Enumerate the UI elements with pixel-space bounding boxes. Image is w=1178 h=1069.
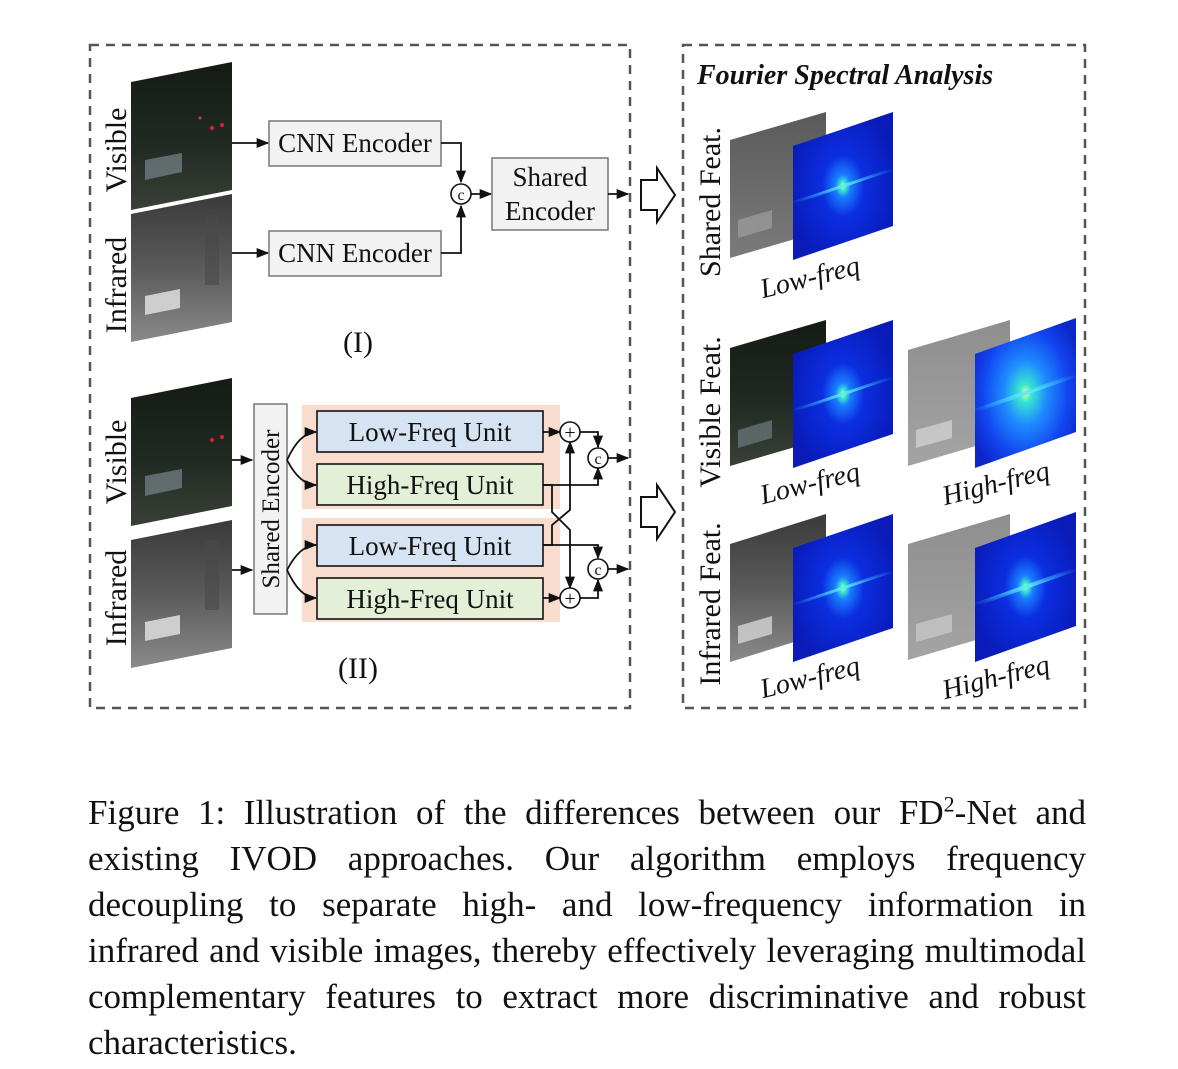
p1-infrared-image [131,194,232,342]
visible-low-freq-label: Low-freq [756,456,863,511]
p1-shared-encoder-line2: Encoder [505,196,595,226]
p2-add-symbol-top: + [564,422,575,444]
p1-shared-encoder [491,157,609,231]
method-figure: Visible Infrared CNN Encoder CNN Encoder… [88,43,1087,710]
p2-shared-encoder [253,403,288,615]
p2-low-freq-unit-bottom-label: Low-Freq Unit [349,531,512,561]
left-panel-frame [88,43,632,710]
infrared-feat-label: Infrared Feat. [694,522,727,685]
panel-2: Visible Infrared Shared Encoder Low-Freq… [100,378,630,685]
p2-visible-image [131,378,232,526]
p2-add-symbol-bottom: + [564,588,575,610]
p2-high-freq-unit-top-label: High-Freq Unit [346,470,514,500]
p2-label: (II) [338,652,378,685]
visible-high-spectrum [974,318,1077,468]
p1-cnn-encoder-bottom-label: CNN Encoder [278,238,432,268]
shared-spectrum [792,112,894,260]
p1-infrared-label: Infrared [100,237,133,334]
big-arrow-bottom [640,481,677,543]
right-panel-frame [681,43,1087,710]
p1-shared-encoder-line1: Shared [513,162,588,192]
p1-concat-symbol: c [457,187,464,204]
p2-concat-symbol-top: c [594,451,601,468]
visible-high-freq-label: High-freq [938,455,1053,512]
spectral-panel: Fourier Spectral Analysis Shared Feat. V… [694,60,1077,706]
p2-high-freq-unit-bottom [316,577,544,620]
p2-infrared-label: Infrared [100,550,133,647]
shared-feat-label: Shared Feat. [694,127,727,277]
caption-suffix: -Net and existing IVOD approaches. Our a… [88,793,1086,1062]
infrared-high-freq-label: High-freq [938,649,1053,706]
p2-concat-symbol-bottom: c [594,562,601,579]
big-arrow-top [640,164,677,226]
p2-high-freq-unit-bottom-label: High-Freq Unit [346,584,514,614]
visible-low-spectrum [792,320,894,468]
caption-superscript: 2 [943,791,955,817]
shared-low-freq-label: Low-freq [756,250,863,305]
p2-visible-label: Visible [100,420,133,505]
p2-shared-encoder-label: Shared Encoder [258,429,285,589]
p1-cnn-encoder-top-label: CNN Encoder [278,128,432,158]
p1-label: (I) [343,326,373,359]
figure-caption: Figure 1: Illustration of the difference… [88,790,1086,1066]
p2-infrared-image [131,520,232,668]
p2-low-freq-unit-top-label: Low-Freq Unit [349,417,512,447]
p1-visible-label: Visible [100,108,133,193]
p2-high-freq-unit-top [316,463,544,506]
visible-feat-label: Visible Feat. [694,336,727,488]
p1-visible-image [131,62,232,210]
caption-prefix: Figure 1: Illustration of the difference… [88,793,944,832]
infrared-low-spectrum [792,514,894,662]
infrared-high-spectrum [974,512,1077,662]
infrared-low-freq-label: Low-freq [756,650,863,705]
spectral-title: Fourier Spectral Analysis [696,60,993,91]
panel-1: Visible Infrared CNN Encoder CNN Encoder… [100,62,630,359]
p1-cnn-encoder-top [268,120,442,167]
